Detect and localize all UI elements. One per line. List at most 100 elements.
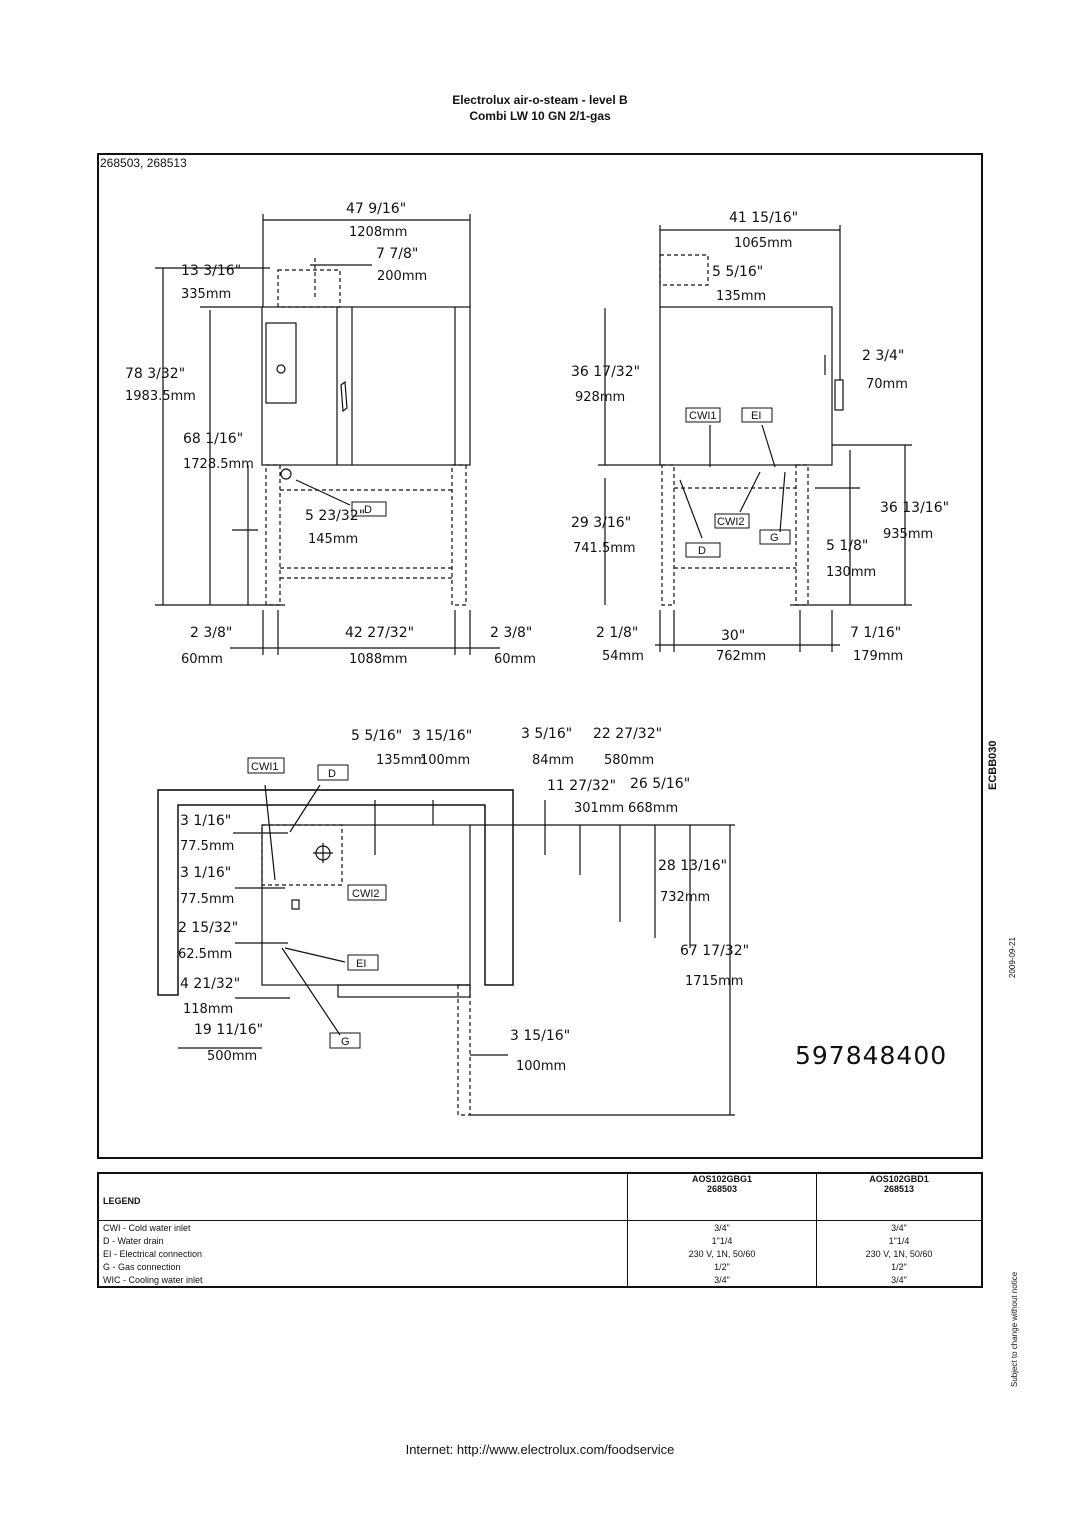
dim-total-height-mm: 1983.5mm <box>125 389 196 404</box>
front-view <box>155 214 500 655</box>
dim-top-offset-in: 13 3/16" <box>181 263 241 279</box>
dim-side-flue-in: 5 5/16" <box>712 264 763 280</box>
dim-top-77b-mm: 77.5mm <box>180 892 234 907</box>
tag-cwi1-top: CWI1 <box>251 761 279 773</box>
internet-link[interactable]: Internet: http://www.electrolux.com/food… <box>405 1442 675 1457</box>
tag-ei-top: EI <box>356 958 366 970</box>
tag-cwi2-side: CWI2 <box>717 516 745 528</box>
dim-leg-span-mm: 1088mm <box>349 652 407 667</box>
dim-top-62-mm: 62.5mm <box>178 947 232 962</box>
dim-leg-left-in: 2 3/8" <box>190 625 232 641</box>
model-numbers: 268503, 268513 <box>100 156 187 170</box>
tag-cwi1-side: CWI1 <box>689 410 717 422</box>
dim-top-580-mm: 580mm <box>604 753 654 768</box>
model-col-1-code: AOS102GBG1 <box>691 1174 753 1184</box>
legend-label-row: LEGEND <box>98 1194 982 1207</box>
tag-d-front: D <box>364 504 372 516</box>
dim-handle-mm: 70mm <box>866 377 908 392</box>
dim-top-1715-mm: 1715mm <box>685 974 743 989</box>
legend-row-value-2: 230 V, 1N, 50/60 <box>865 1248 933 1259</box>
dim-side-leg-right-mm: 179mm <box>853 649 903 664</box>
dim-stand-height-mm: 741.5mm <box>573 541 636 556</box>
document-code: ECBB030 <box>987 740 999 790</box>
legend-row-value-2: 1"1/4 <box>888 1235 910 1246</box>
tag-g-top: G <box>341 1036 350 1048</box>
dim-top-301-mm: 301mm <box>574 801 624 816</box>
tag-d-top: D <box>328 768 336 780</box>
model-col-2-code: AOS102GBD1 <box>869 1174 929 1184</box>
dim-drain-front-mm: 145mm <box>308 532 358 547</box>
dim-gas-height-in: 5 1/8" <box>826 538 868 554</box>
dim-top-500-in: 19 11/16" <box>194 1022 263 1038</box>
legend-row-name: G - Gas connection <box>98 1260 628 1273</box>
dim-top-100b-in: 3 15/16" <box>510 1028 570 1044</box>
dim-top-84-in: 3 5/16" <box>521 726 572 742</box>
model-col-1: AOS102GBG1 268503 <box>627 1173 817 1194</box>
dim-top-77a-in: 3 1/16" <box>180 813 231 829</box>
dim-top-offset-mm: 335mm <box>181 287 231 302</box>
tag-ei-side: EI <box>751 410 761 422</box>
legend-row-name: WIC - Cooling water inlet <box>98 1273 628 1287</box>
model-col-2-number: 268513 <box>883 1184 915 1194</box>
legend-table: AOS102GBG1 268503 AOS102GBD1 268513 LEGE… <box>97 1172 983 1288</box>
legend-header-row: AOS102GBG1 268503 AOS102GBD1 268513 <box>98 1173 982 1194</box>
drawing-frame <box>97 153 983 1159</box>
legend-row-name: EI - Electrical connection <box>98 1247 628 1260</box>
dim-front-width-mm: 1208mm <box>349 225 407 240</box>
dim-side-leg-left-in: 2 1/8" <box>596 625 638 641</box>
dim-side-leg-left-mm: 54mm <box>602 649 644 664</box>
tag-d-side: D <box>698 545 706 557</box>
dim-total-height-in: 78 3/32" <box>125 366 185 382</box>
legend-row-value-2: 3/4" <box>891 1274 907 1285</box>
dim-drain-front-in: 5 23/32" <box>305 508 365 524</box>
dim-top-100b-mm: 100mm <box>516 1059 566 1074</box>
legend-row: EI - Electrical connection 230 V, 1N, 50… <box>98 1247 982 1260</box>
model-col-1-number: 268503 <box>706 1184 738 1194</box>
dim-top-77b-in: 3 1/16" <box>180 865 231 881</box>
dim-top-732-in: 28 13/16" <box>658 858 727 874</box>
dim-leg-span-in: 42 27/32" <box>345 625 414 641</box>
dim-top-500-mm: 500mm <box>207 1049 257 1064</box>
legend-row-value-2: 3/4" <box>891 1222 907 1233</box>
technical-drawing: D CWI1 EI CWI2 D G CWI1 D CWI2 EI G 47 9… <box>125 201 949 1116</box>
dim-top-77a-mm: 77.5mm <box>180 839 234 854</box>
tag-g-side: G <box>770 532 779 544</box>
legend-row: G - Gas connection 1/2" 1/2" <box>98 1260 982 1273</box>
dim-top-62-in: 2 15/32" <box>178 920 238 936</box>
dim-depth-in: 41 15/16" <box>729 210 798 226</box>
dim-leg-right-in: 2 3/8" <box>490 625 532 641</box>
dim-top-118-in: 4 21/32" <box>180 976 240 992</box>
document-number: 597848400 <box>795 1041 948 1070</box>
dim-top-cwi1-mm: 135mm <box>376 753 426 768</box>
document-date: 2009-09-21 <box>1008 937 1017 978</box>
title-line-1: Electrolux air-o-steam - level B <box>452 93 628 107</box>
dim-side-conn-mm: 935mm <box>883 527 933 542</box>
tag-cwi2-top: CWI2 <box>352 888 380 900</box>
legend-row: WIC - Cooling water inlet 3/4" 3/4" <box>98 1273 982 1287</box>
dim-side-leg-right-in: 7 1/16" <box>850 625 901 641</box>
model-col-2: AOS102GBD1 268513 <box>817 1173 983 1194</box>
legend-row-name: CWI - Cold water inlet <box>98 1220 628 1234</box>
dim-top-668-mm: 668mm <box>628 801 678 816</box>
top-view <box>157 784 735 1116</box>
document-title: Electrolux air-o-steam - level B Combi L… <box>0 92 1080 124</box>
dim-top-84-mm: 84mm <box>532 753 574 768</box>
dim-top-d-in: 3 15/16" <box>412 728 472 744</box>
legend-label: LEGEND <box>98 1194 628 1207</box>
legend-row: CWI - Cold water inlet 3/4" 3/4" <box>98 1220 982 1234</box>
disclaimer-note: Subject to change without notice <box>1010 1271 1019 1387</box>
dim-flue-mm: 200mm <box>377 269 427 284</box>
dim-top-118-mm: 118mm <box>183 1002 233 1017</box>
dim-stand-height-in: 29 3/16" <box>571 515 631 531</box>
legend-row-value-1: 3/4" <box>627 1220 817 1234</box>
legend-row-name: D - Water drain <box>98 1234 628 1247</box>
dim-side-body-in: 36 17/32" <box>571 364 640 380</box>
legend-row-value-1: 230 V, 1N, 50/60 <box>627 1247 817 1260</box>
dim-top-cwi1-in: 5 5/16" <box>351 728 402 744</box>
side-view <box>598 225 912 652</box>
legend-row-value-2: 1/2" <box>891 1261 907 1272</box>
dim-side-leg-span-mm: 762mm <box>716 649 766 664</box>
dim-top-668-in: 26 5/16" <box>630 776 690 792</box>
dim-side-conn-in: 36 13/16" <box>880 500 949 516</box>
dim-side-leg-span-in: 30" <box>721 628 745 644</box>
